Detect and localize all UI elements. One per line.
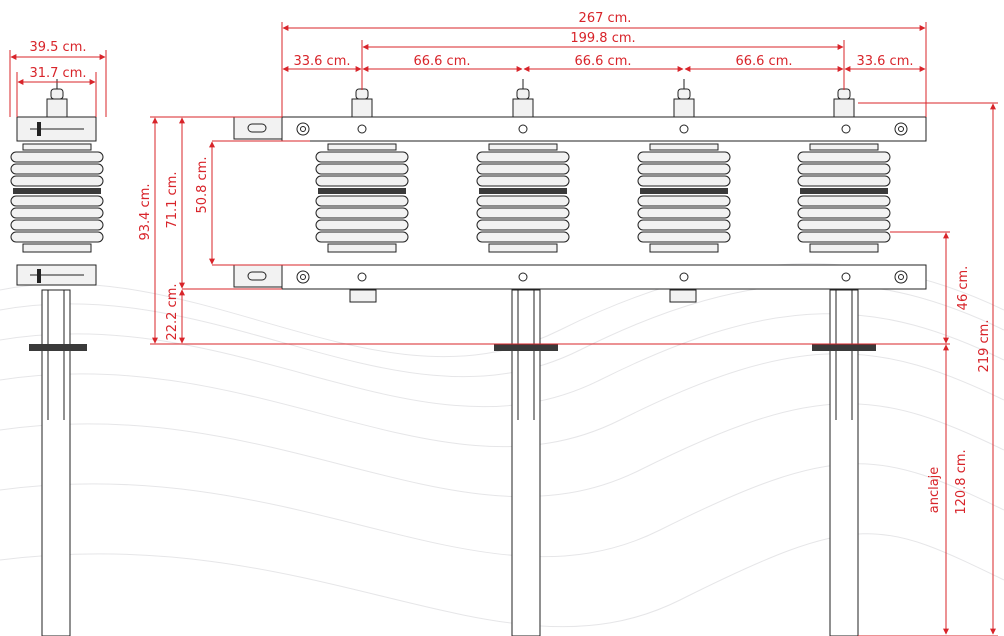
insulator-icon — [797, 143, 891, 253]
pole-icon — [494, 289, 558, 636]
dim-side-width-outer: 39.5 cm. — [29, 40, 86, 55]
insulator-icon — [637, 143, 731, 253]
side-insulator-icon — [10, 143, 104, 253]
side-clamp-band — [29, 344, 87, 351]
dim-lower-right: 46 cm. — [956, 266, 971, 311]
insulator-icon — [315, 143, 409, 253]
dim-right-offset: 33.6 cm. — [856, 54, 913, 69]
dim-side-width-inner: 31.7 cm. — [29, 66, 86, 81]
cap-icon — [512, 78, 534, 118]
dim-frame-height-outer: 93.4 cm. — [138, 183, 153, 240]
dim-anchor-depth: 120.8 cm. — [954, 449, 969, 514]
dim-spacing-3: 66.6 cm. — [735, 54, 792, 69]
dim-left-offset: 33.6 cm. — [293, 54, 350, 69]
dim-spacing-2: 66.6 cm. — [574, 54, 631, 69]
bolt-icon — [296, 122, 908, 284]
front-view — [233, 78, 927, 636]
dim-total-height: 219 cm. — [977, 320, 992, 373]
background-waves — [0, 263, 1004, 628]
dim-spacing-1: 66.6 cm. — [413, 54, 470, 69]
dim-base-height: 22.2 cm. — [165, 283, 180, 340]
side-pole — [41, 289, 71, 636]
dim-top-pole-span: 199.8 cm. — [570, 31, 635, 46]
side-cap-icon — [46, 78, 68, 118]
dim-insulator-height: 50.8 cm. — [195, 156, 210, 213]
bottom-rail — [281, 264, 927, 290]
top-rail — [281, 116, 927, 142]
insulator-icon — [476, 143, 570, 253]
dim-anchor-label: anclaje — [927, 467, 942, 514]
dim-frame-height-inner: 71.1 cm. — [165, 171, 180, 228]
dimension-labels: 267 cm. 199.8 cm. 33.6 cm. 66.6 cm. 66.6… — [29, 11, 992, 515]
pole-icon — [812, 289, 876, 636]
dim-top-overall-width: 267 cm. — [579, 11, 632, 26]
side-view — [10, 78, 104, 636]
cap-icon — [673, 78, 695, 118]
dimension-lines — [9, 22, 998, 636]
